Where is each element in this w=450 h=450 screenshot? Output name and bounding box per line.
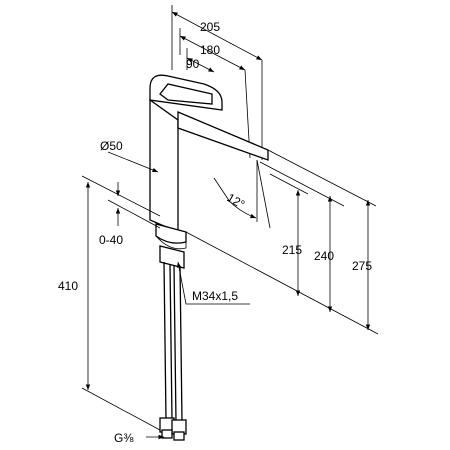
left-dimensions bbox=[81, 175, 161, 431]
thread-callout bbox=[176, 261, 250, 305]
dim-240-label: 240 bbox=[314, 249, 334, 263]
thread-label: M34x1,5 bbox=[192, 289, 238, 303]
dim-90-label: 90 bbox=[186, 57, 200, 71]
range-label: 0-40 bbox=[99, 233, 123, 247]
dim-275-label: 275 bbox=[352, 259, 372, 273]
dim-215-label: 215 bbox=[282, 243, 302, 257]
dim-line-180 bbox=[179, 35, 246, 71]
dim-410-label: 410 bbox=[58, 279, 78, 293]
connection-label: G⅜ bbox=[114, 431, 134, 445]
angle-callout bbox=[213, 159, 271, 229]
faucet-body bbox=[149, 74, 269, 441]
angle-label: 12° bbox=[225, 190, 248, 211]
diameter-label: Ø50 bbox=[100, 139, 123, 153]
right-dimensions bbox=[185, 149, 379, 335]
top-dimensions bbox=[171, 5, 263, 160]
dim-line-90 bbox=[186, 57, 215, 73]
dim-205-label: 205 bbox=[200, 20, 220, 34]
diameter-callout bbox=[107, 151, 159, 173]
dim-180-label: 180 bbox=[200, 43, 220, 57]
